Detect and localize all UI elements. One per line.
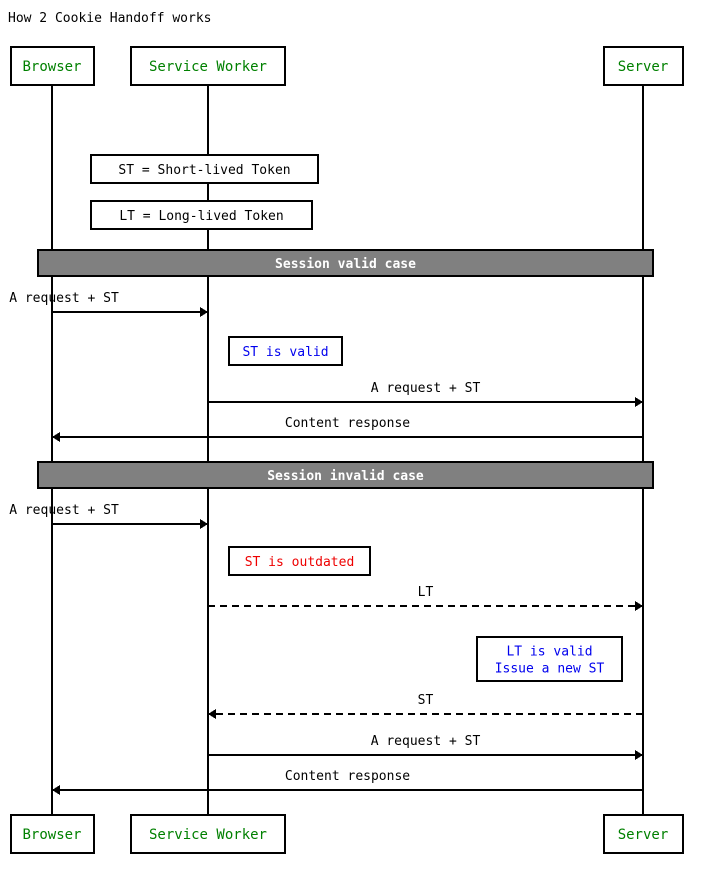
message-7: Content response [52, 769, 643, 795]
message-arrow-head [208, 709, 216, 719]
note-box [228, 336, 343, 366]
message-arrow-head [635, 750, 643, 760]
note-box [90, 200, 313, 230]
participant-header-worker[interactable]: Service Worker [130, 46, 286, 86]
message-label: ST [418, 693, 434, 708]
message-2: Content response [52, 416, 643, 442]
message-0: A request + ST [9, 291, 208, 317]
legend-note-1: LT = Long-lived Token [90, 200, 313, 230]
note-text-line: ST is outdated [245, 555, 355, 570]
message-arrow-head [635, 397, 643, 407]
legend-note-0: ST = Short-lived Token [90, 154, 319, 184]
note-text-line: LT is valid [506, 645, 592, 660]
note-box [228, 546, 371, 576]
message-label: LT [418, 585, 434, 600]
participant-label: Server [618, 59, 669, 75]
participant-footer-browser[interactable]: Browser [10, 814, 95, 854]
note-box [476, 636, 623, 682]
message-label: Content response [285, 769, 410, 784]
message-label: A request + ST [9, 503, 119, 518]
participant-box [603, 814, 684, 854]
section-divider-1: Session invalid case [37, 461, 654, 489]
participant-box [10, 814, 95, 854]
legend-notes-group: ST = Short-lived Token LT = Long-lived To… [90, 154, 319, 230]
message-6: A request + ST [208, 734, 643, 760]
note-text-line: ST is valid [242, 345, 328, 360]
note-st-outdated: ST is outdated [228, 546, 371, 576]
participant-label: Browser [22, 827, 81, 843]
note-text: LT = Long-lived Token [119, 209, 283, 224]
participant-box [603, 46, 684, 86]
divider-label: Session valid case [275, 257, 416, 272]
section-divider-0: Session valid case [37, 249, 654, 277]
participant-box [130, 814, 286, 854]
message-arrow-head [52, 432, 60, 442]
participant-label: Server [618, 827, 669, 843]
message-4: LT [208, 585, 643, 611]
note-box [90, 154, 319, 184]
note-st-valid: ST is valid [228, 336, 343, 366]
note-text: ST = Short-lived Token [118, 163, 290, 178]
message-5: ST [208, 693, 643, 719]
message-arrow-head [635, 601, 643, 611]
participant-box [10, 46, 95, 86]
participant-label: Service Worker [149, 59, 267, 75]
note-text-line: Issue a new ST [495, 662, 605, 677]
participant-header-browser[interactable]: Browser [10, 46, 95, 86]
message-label: A request + ST [371, 734, 481, 749]
participant-footer-server[interactable]: Server [603, 814, 684, 854]
messages-group: A request + ST A request + ST Content resp… [9, 291, 643, 795]
message-arrow-head [200, 519, 208, 529]
message-1: A request + ST [208, 381, 643, 407]
participant-footer-worker[interactable]: Service Worker [130, 814, 286, 854]
message-3: A request + ST [9, 503, 208, 529]
participant-header-server[interactable]: Server [603, 46, 684, 86]
participant-label: Service Worker [149, 827, 267, 843]
notes-group: ST is valid ST is outdated LT is validIssu… [228, 336, 623, 682]
message-label: A request + ST [9, 291, 119, 306]
divider-label: Session invalid case [267, 469, 424, 484]
divider-bar [37, 461, 654, 489]
lifelines-group [51, 85, 644, 815]
message-label: Content response [285, 416, 410, 431]
divider-bar [37, 249, 654, 277]
message-label: A request + ST [371, 381, 481, 396]
participant-label: Browser [22, 59, 81, 75]
message-arrow-head [52, 785, 60, 795]
participant-box [130, 46, 286, 86]
message-arrow-head [200, 307, 208, 317]
page-title: How 2 Cookie Handoff works [8, 11, 212, 26]
